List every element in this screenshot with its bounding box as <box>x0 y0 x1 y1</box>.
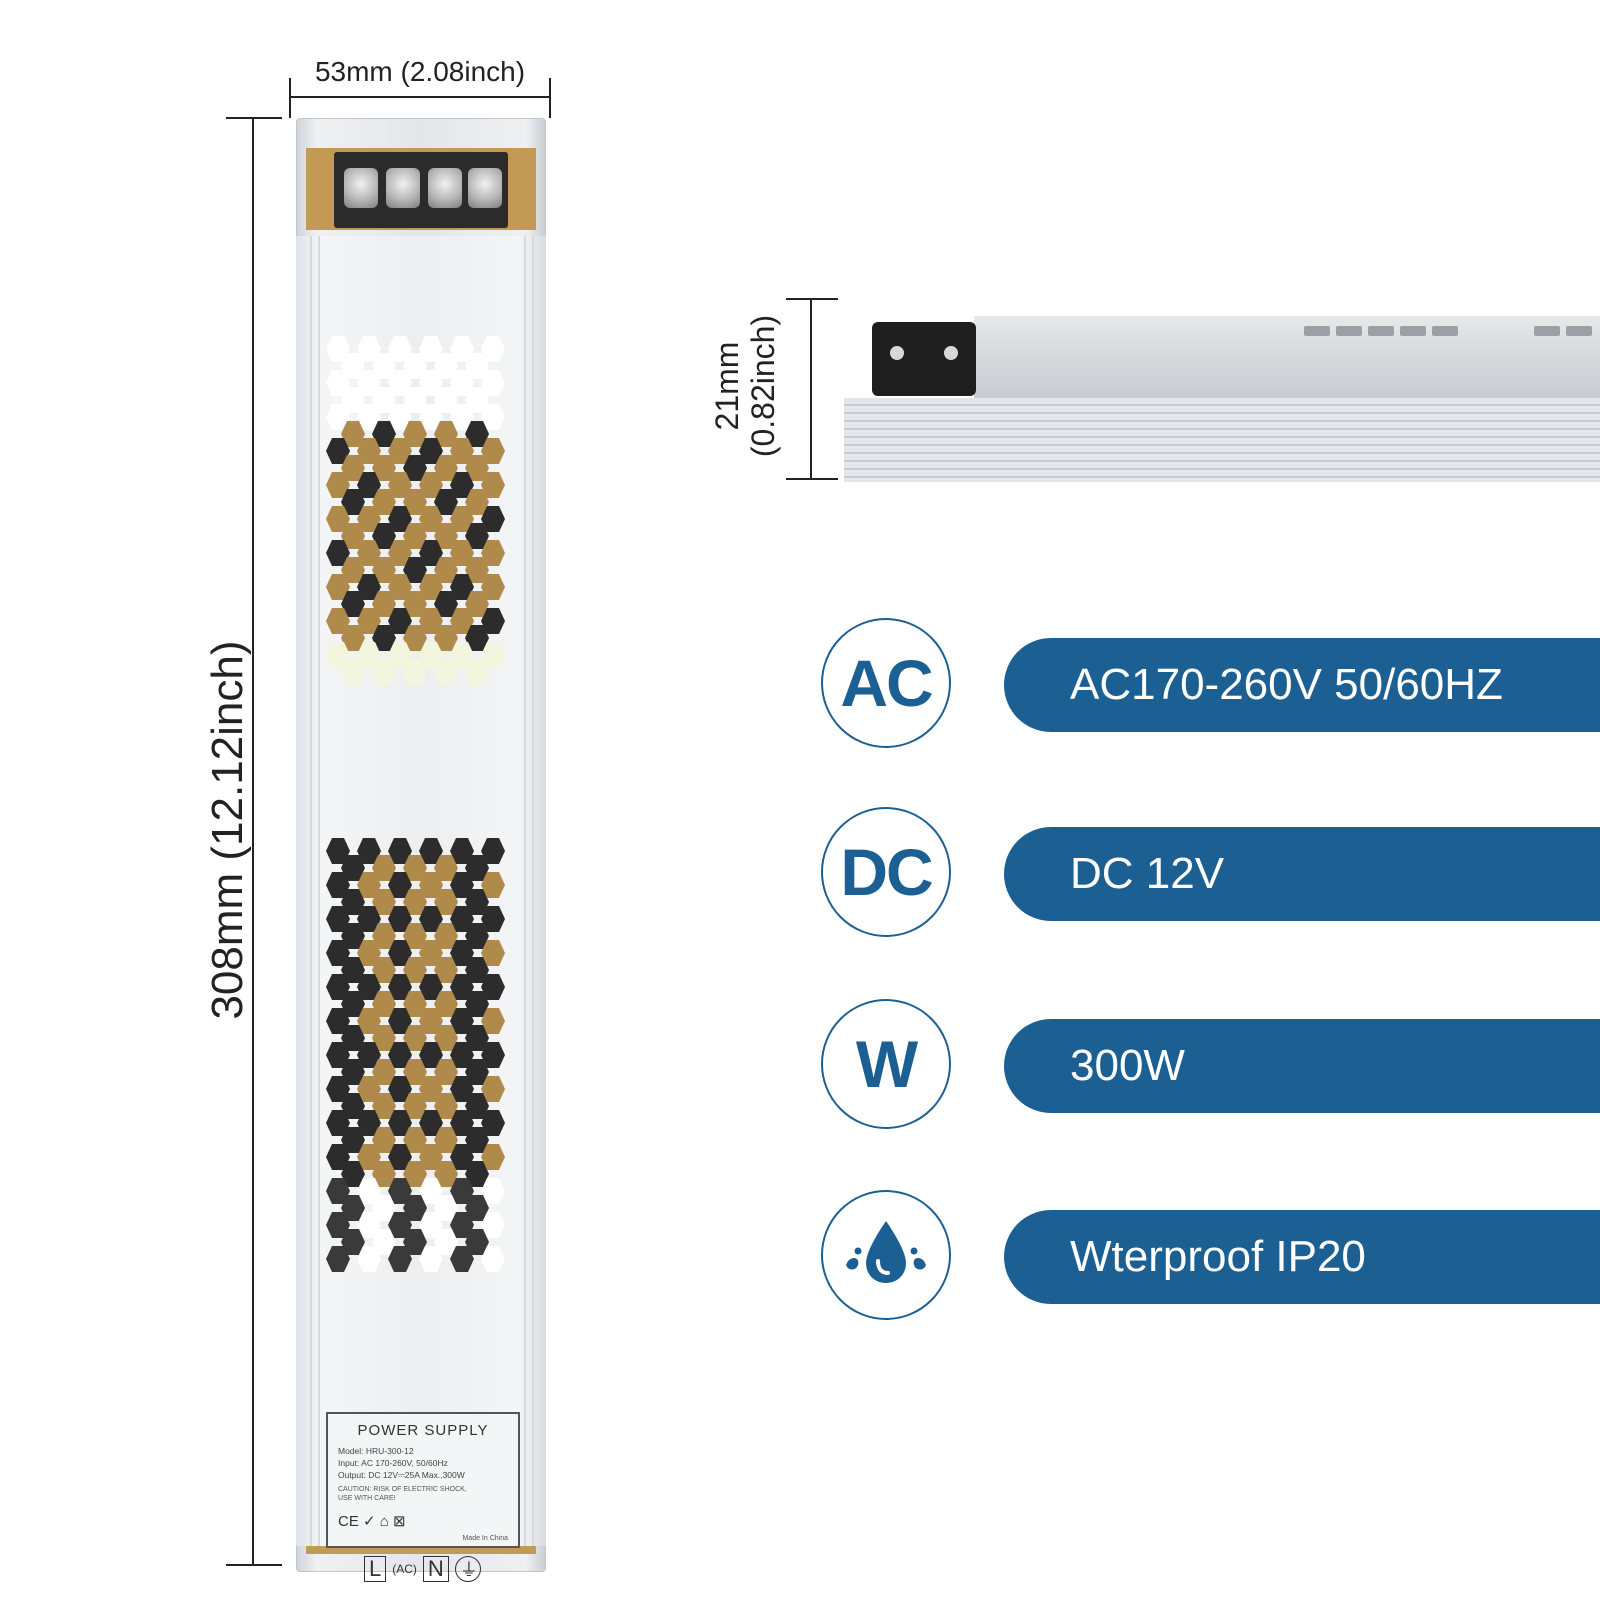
ac-icon-text: AC <box>840 646 933 720</box>
label-output: Output: DC 12V⎓25A Max.,300W <box>338 1470 465 1480</box>
height-inch-label: (0.82inch) <box>745 314 781 458</box>
height-dimension-label: 21mm (0.82inch) <box>709 296 781 476</box>
length-dimension-label: 308mm (12.12inch) <box>203 640 252 1020</box>
certification-marks: CE ✓ ⌂ ⊠ <box>338 1513 406 1530</box>
height-dimension-line <box>786 298 838 480</box>
product-rating-label: POWER SUPPLY Model: HRU-300-12 Input: AC… <box>326 1412 520 1548</box>
label-model: Model: HRU-300-12 <box>338 1446 414 1456</box>
spec-value-dc-output: DC 12V <box>1070 849 1225 898</box>
input-terminal-markings: L (AC) N <box>364 1554 488 1584</box>
label-title: POWER SUPPLY <box>357 1422 489 1439</box>
label-input: Input: AC 170-260V, 50/60Hz <box>338 1458 448 1468</box>
spec-value-power: 300W <box>1070 1041 1185 1090</box>
terminal-l-label: L <box>364 1556 387 1582</box>
vent-hole <box>326 1246 350 1272</box>
vent-hole <box>419 1246 443 1272</box>
aluminium-cover: POWER SUPPLY Model: HRU-300-12 Input: AC… <box>296 236 546 1582</box>
length-dimension-line <box>226 117 282 1566</box>
watt-icon-text: W <box>855 1027 918 1101</box>
vent-grille-upper <box>326 336 512 685</box>
dc-icon-text: DC <box>840 835 933 909</box>
terminal-ac-label: (AC) <box>392 1562 417 1576</box>
height-mm-label: 21mm <box>709 341 745 431</box>
width-dimension-line <box>289 78 551 118</box>
spec-bar-power: 300W <box>1004 1019 1600 1113</box>
terminal-n-label: N <box>422 1556 449 1582</box>
side-terminal-connector <box>872 322 976 396</box>
vent-grille-lower <box>326 838 512 1278</box>
vent-hole <box>357 1246 381 1272</box>
spec-bar-waterproof: Wterproof IP20 <box>1004 1210 1600 1304</box>
power-supply-front-view: POWER SUPPLY Model: HRU-300-12 Input: AC… <box>296 118 546 1582</box>
label-caution-2: USE WITH CARE! <box>338 1495 396 1502</box>
dc-icon: DC <box>821 807 951 937</box>
earth-ground-icon <box>454 1556 481 1582</box>
spec-value-waterproof: Wterproof IP20 <box>1070 1232 1366 1281</box>
power-supply-side-view <box>844 308 1600 482</box>
spec-bar-dc-output: DC 12V <box>1004 827 1600 921</box>
ac-icon: AC <box>821 618 951 748</box>
watt-icon: W <box>821 999 951 1129</box>
vent-hole <box>481 1246 505 1272</box>
vent-hole <box>388 1246 412 1272</box>
spec-value-ac-input: AC170-260V 50/60HZ <box>1070 660 1503 709</box>
label-made-in: Made In China <box>462 1535 508 1542</box>
spec-bar-ac-input: AC170-260V 50/60HZ <box>1004 638 1600 732</box>
output-terminal-block <box>334 152 508 228</box>
width-dimension-label: 53mm (2.08inch) <box>314 56 526 87</box>
vent-hole <box>450 1246 474 1272</box>
label-caution: CAUTION: RISK OF ELECTRIC SHOCK, <box>338 1486 467 1493</box>
water-drop-icon <box>821 1190 951 1320</box>
